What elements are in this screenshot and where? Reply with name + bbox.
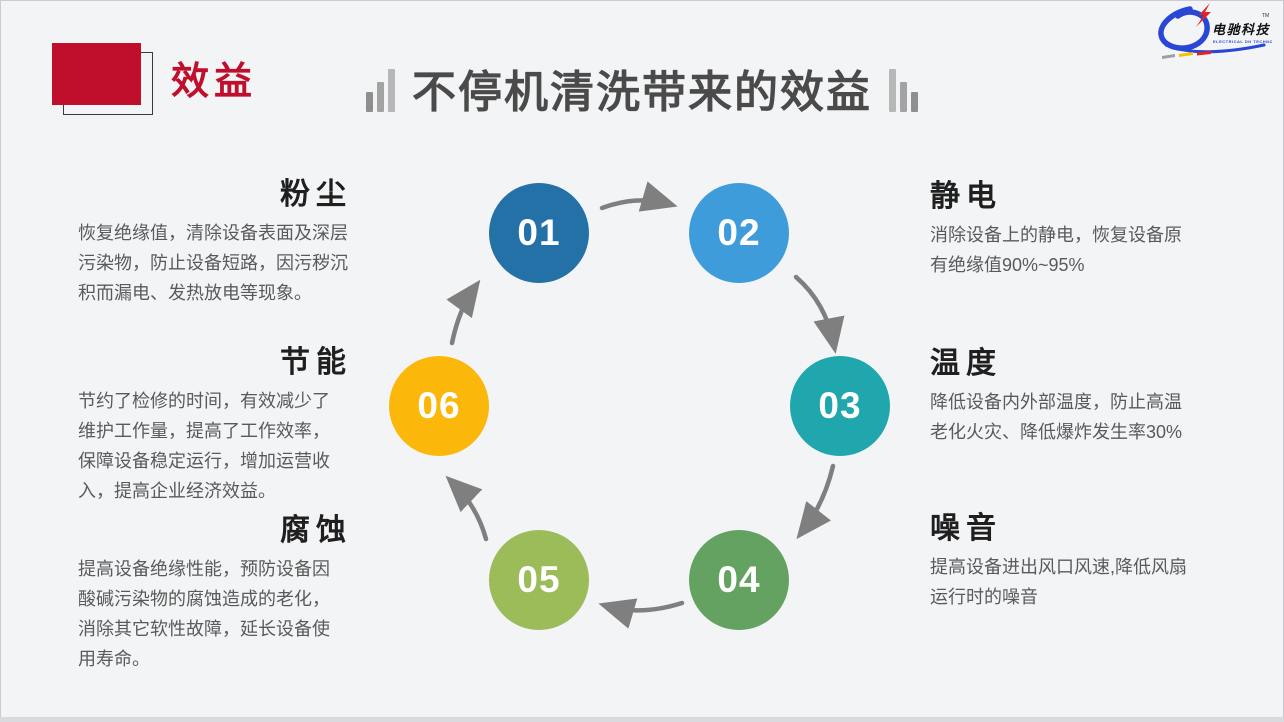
bar-chart-icon-right	[889, 68, 918, 119]
benefit-heading-noise: 噪音	[930, 512, 1002, 545]
benefit-text-line: 污染物，防止设备短路，因污秽沉	[78, 253, 348, 273]
slide-title: 不停机清洗带来的效益	[412, 68, 872, 117]
benefit-text-line: 消除设备上的静电，恢复设备原	[930, 225, 1182, 245]
bottom-bar	[0, 717, 1284, 722]
benefit-text-line: 维护工作量，提高了工作效率，	[78, 421, 330, 441]
cycle-step-2: 02	[689, 183, 789, 283]
logo-stripe-yellow	[1179, 52, 1193, 57]
benefit-text-line: 节约了检修的时间，有效减少了	[78, 391, 330, 411]
benefit-energy: 节能 节约了检修的时间，有效减少了 维护工作量，提高了工作效率， 保障设备稳定运…	[78, 346, 352, 506]
benefit-heading-corrosion: 腐蚀	[280, 514, 352, 547]
benefit-text-line: 酸碱污染物的腐蚀造成的老化，	[78, 589, 330, 609]
benefit-text-line: 恢复绝缘值，清除设备表面及深层	[78, 223, 348, 243]
lightning-icon	[1196, 3, 1211, 27]
cycle-step-4: 04	[689, 530, 789, 630]
logo-trademark: TM	[1262, 13, 1269, 19]
benefit-text-line: 消除其它软性故障，延长设备使	[78, 619, 330, 639]
benefit-heading-temperature: 温度	[930, 347, 1002, 380]
arrow-step3-to-step4	[796, 463, 836, 540]
arrow-step4-to-step5	[598, 598, 685, 629]
page-section-title: 效益	[171, 61, 258, 103]
logo-company-name: 电驰科技	[1212, 22, 1271, 38]
benefit-text-line: 提高设备进出风口风速,降低风扇	[930, 557, 1187, 577]
company-logo: 电驰科技 TM ELECTRICAL DH TECHNOLOGY	[1158, 3, 1272, 59]
cycle-step-5-number: 05	[517, 559, 561, 600]
benefit-text-line: 降低设备内外部温度，防止高温	[930, 392, 1182, 412]
benefit-corrosion: 腐蚀 提高设备绝缘性能，预防设备因 酸碱污染物的腐蚀造成的老化， 消除其它软性故…	[78, 514, 352, 674]
benefit-dust: 粉尘 恢复绝缘值，清除设备表面及深层 污染物，防止设备短路，因污秽沉 积而漏电、…	[78, 178, 352, 308]
cycle-step-2-number: 02	[717, 212, 761, 253]
benefit-text-line: 提高设备绝缘性能，预防设备因	[78, 559, 330, 579]
benefit-noise: 噪音 提高设备进出风口风速,降低风扇 运行时的噪音	[930, 512, 1204, 612]
benefit-text-line: 老化火灾、降低爆炸发生率30%	[930, 422, 1183, 442]
cycle-step-1: 01	[489, 183, 589, 283]
title-row: 不停机清洗带来的效益	[0, 68, 1284, 119]
cycle-step-6-number: 06	[417, 385, 461, 426]
benefit-static: 静电 消除设备上的静电，恢复设备原 有绝缘值90%~95%	[930, 180, 1204, 280]
arrow-step5-to-step6	[445, 475, 489, 542]
logo-tagline: ELECTRICAL DH TECHNOLOGY	[1213, 39, 1272, 44]
benefit-text-line: 积而漏电、发热放电等现象。	[78, 283, 312, 303]
arrow-step2-to-step3	[793, 274, 845, 354]
benefit-text-line: 有绝缘值90%~95%	[930, 255, 1085, 275]
cycle-step-4-number: 04	[717, 559, 761, 600]
cycle-step-3-number: 03	[818, 385, 862, 426]
logo-stripe-gray	[1162, 54, 1175, 59]
cycle-step-3: 03	[790, 356, 890, 456]
logo-d-swoosh-icon	[1158, 6, 1210, 51]
benefit-temperature: 温度 降低设备内外部温度，防止高温 老化火灾、降低爆炸发生率30%	[930, 347, 1204, 447]
benefit-text-line: 入，提高企业经济效益。	[78, 481, 276, 501]
bar-chart-icon-left	[366, 68, 395, 119]
corner-tag-fill	[52, 43, 141, 105]
benefit-heading-dust: 粉尘	[280, 178, 352, 211]
arrow-step6-to-step1	[446, 279, 481, 346]
benefit-text-line: 用寿命。	[78, 649, 150, 669]
cycle-step-5: 05	[489, 530, 589, 630]
benefit-heading-energy: 节能	[280, 346, 352, 379]
cycle-step-1-number: 01	[517, 212, 561, 253]
benefit-heading-static: 静电	[930, 180, 1002, 213]
benefit-text-line: 运行时的噪音	[930, 587, 1038, 607]
logo-stripe-red	[1197, 51, 1211, 56]
arrow-step1-to-step2	[599, 181, 678, 212]
benefit-text-line: 保障设备稳定运行，增加运营收	[78, 451, 330, 471]
cycle-step-6: 06	[389, 356, 489, 456]
